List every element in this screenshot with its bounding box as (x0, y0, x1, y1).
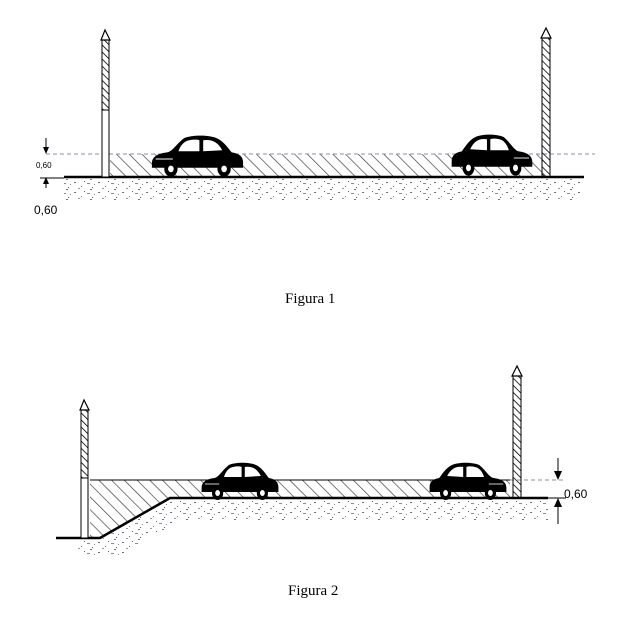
dim-label-large: 0,60 (34, 203, 58, 217)
dim-label-small: 0,60 (36, 161, 52, 170)
water-fill (90, 480, 510, 538)
dimension-arrow-icon (43, 138, 49, 188)
post-arrow-icon (540, 26, 552, 178)
ground-fill (64, 179, 582, 201)
figure-1: 0,60 0,60 Figura 1 (34, 26, 595, 307)
ground-line (56, 496, 548, 540)
figure-1-caption: Figura 1 (285, 291, 335, 307)
post-arrow-icon (100, 28, 111, 178)
dimension-arrow-icon (548, 458, 566, 524)
figure-2: 0,60 Figura 2 (56, 364, 588, 599)
ground-fill (78, 500, 548, 556)
figure-2-caption: Figura 2 (288, 583, 338, 599)
post-arrow-icon (79, 398, 90, 539)
post-arrow-icon (511, 364, 523, 499)
dim-label: 0,60 (564, 487, 588, 501)
